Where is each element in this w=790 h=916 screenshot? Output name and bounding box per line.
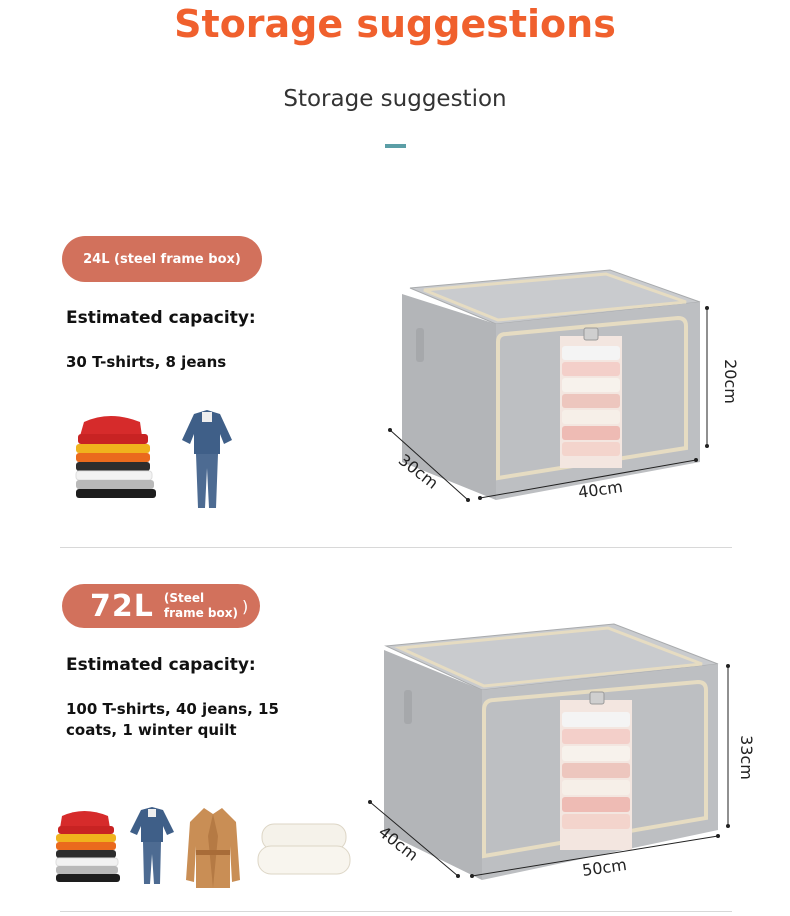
badge-subtext: (Steel frame box): [164, 591, 238, 621]
dimension-height-label: 20cm: [720, 359, 740, 404]
badge-subtext-line1: (Steel: [163, 591, 205, 605]
folded-tshirts-icon: [55, 811, 120, 882]
badge-paren: ): [242, 596, 249, 616]
size-badge-24l: 24L (steel frame box): [62, 236, 262, 282]
capacity-detail: 100 T-shirts, 40 jeans, 15 coats, 1 wint…: [66, 699, 279, 741]
folded-tshirts-icon: [75, 416, 156, 498]
dimension-height-label: 33cm: [736, 735, 756, 780]
size-badge-72l: 72L (Steel frame box) ): [62, 584, 260, 628]
badge-subtext-line2: frame box): [163, 606, 238, 620]
quilt-icon: [257, 823, 351, 875]
page-title: Storage suggestions: [174, 2, 616, 46]
capacity-label: Estimated capacity:: [66, 655, 256, 675]
jeans-jacket-icon: [130, 807, 174, 884]
section-subtitle: Storage suggestion: [283, 86, 507, 112]
capacity-detail-line2: coats, 1 winter quilt: [66, 721, 237, 739]
capacity-detail-line1: 100 T-shirts, 40 jeans, 15: [66, 700, 279, 718]
section-divider: [60, 547, 732, 548]
jeans-jacket-icon: [182, 410, 232, 508]
storage-box-72l: [368, 623, 730, 880]
storage-box-24l: [388, 269, 709, 502]
section-divider: [60, 911, 732, 912]
capacity-label: Estimated capacity:: [66, 308, 256, 328]
badge-text: 24L (steel frame box): [83, 251, 241, 267]
coat-icon: [186, 808, 240, 888]
accent-divider: [385, 144, 406, 148]
capacity-detail: 30 T-shirts, 8 jeans: [66, 353, 227, 371]
badge-size: 72L: [90, 588, 154, 624]
